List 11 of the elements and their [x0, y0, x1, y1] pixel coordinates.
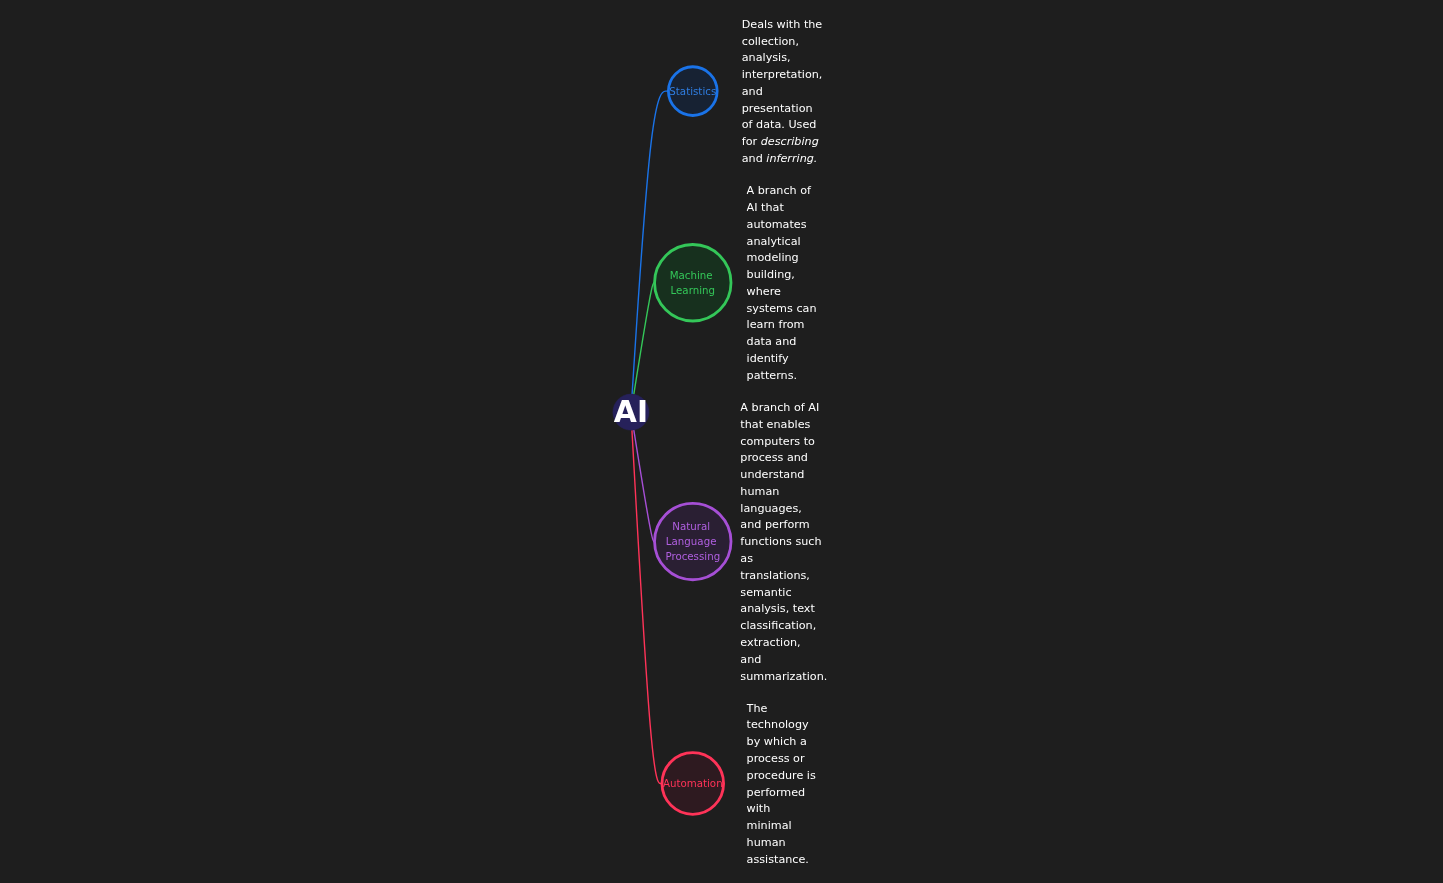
node-circle: AI: [612, 393, 649, 431]
node-label: A branch of AI that enables computers to process and understand human languages, and perform functions such as translations, semantic analysis, text classification, extraction, and summarization.: [739, 400, 827, 683]
connector: [632, 282, 655, 396]
node-circle: Natural Language Processing: [652, 501, 732, 582]
node-label: Deals with the collection, analysis, interpretation, and presentation of data. Used for describing and inferring.: [741, 17, 822, 165]
node-circle: Machine Learning: [652, 243, 732, 323]
node-circle: Statistics: [666, 65, 719, 117]
node-label: A branch of AI that automates analytical modeling building, where systems can learn from data and identify patterns.: [746, 183, 816, 382]
node-label: The technology by which a process or procedure is performed with minimal human assistance.: [746, 701, 816, 866]
node-circle: Automation: [660, 751, 725, 816]
connector: [630, 90, 669, 395]
